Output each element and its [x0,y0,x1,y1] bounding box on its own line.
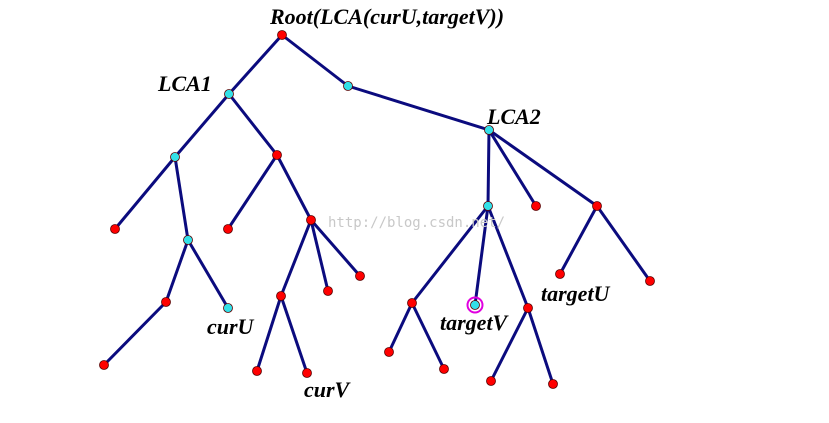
edge-c3-c32 [595,204,652,283]
highlight-ring-targetV [466,296,484,314]
node-c112 [439,364,449,374]
nodes-group [99,30,655,389]
edge-a-a1 [113,155,177,231]
node-b22 [323,286,333,296]
node-b21 [276,291,286,301]
node-c11 [407,298,417,308]
edge-mid-lca2 [346,84,491,132]
node-root [277,30,287,40]
edge-b-b2 [275,153,313,222]
node-b1 [223,224,233,234]
node-c132 [548,379,558,389]
node-c131 [486,376,496,386]
node-c3 [592,201,602,211]
node-targetU [555,269,565,279]
edge-lca1-a [173,92,231,159]
edge-b21-curV [279,294,309,375]
edge-a2-curU [186,238,230,310]
node-c32 [645,276,655,286]
node-b2 [306,215,316,225]
edge-c1-c11 [410,204,490,305]
node-targetV [470,300,480,310]
edge-root-mid [280,33,350,88]
edge-lca2-c1 [486,128,491,208]
node-lca2 [484,125,494,135]
target-v-label: targetV [440,310,510,335]
node-a [170,152,180,162]
edge-c1-targetV [473,204,490,307]
edge-lca2-c2 [487,128,538,208]
node-lca1 [224,89,234,99]
cur-u-label: curU [207,314,255,339]
node-mid [343,81,353,91]
edge-c13-c131 [489,306,530,383]
node-c1 [483,201,493,211]
node-c111 [384,347,394,357]
root-label: Root(LCA(curU,targetV)) [269,4,504,29]
edge-lca1-b [227,92,279,157]
node-curU [223,303,233,313]
edge-b2-b21 [279,218,313,298]
edge-c11-c111 [387,301,414,354]
edge-c11-c112 [410,301,446,371]
node-a211 [99,360,109,370]
lca2-label: LCA2 [486,104,541,129]
edge-a2-a21 [164,238,190,304]
node-b [272,150,282,160]
edge-b2-b22 [309,218,330,293]
node-curV [302,368,312,378]
node-b23 [355,271,365,281]
node-a2 [183,235,193,245]
target-u-label: targetU [541,281,611,306]
node-b211 [252,366,262,376]
edge-c1-c13 [486,204,530,310]
edge-b2-b23 [309,218,362,278]
node-c13 [523,303,533,313]
lca1-label: LCA1 [157,71,212,96]
edge-root-lca1 [227,33,284,96]
node-c2 [531,201,541,211]
node-a21 [161,297,171,307]
node-a1 [110,224,120,234]
watermark-text: http://blog.csdn.net/ [328,215,505,231]
edge-a21-a211 [102,300,168,367]
edge-c3-targetU [558,204,599,276]
cur-v-label: curV [304,377,352,402]
edge-a-a2 [173,155,190,242]
edges-group [102,33,652,386]
edge-b-b1 [226,153,279,231]
edge-c13-c132 [526,306,555,386]
edge-b21-b211 [255,294,283,373]
edge-lca2-c3 [487,128,599,208]
